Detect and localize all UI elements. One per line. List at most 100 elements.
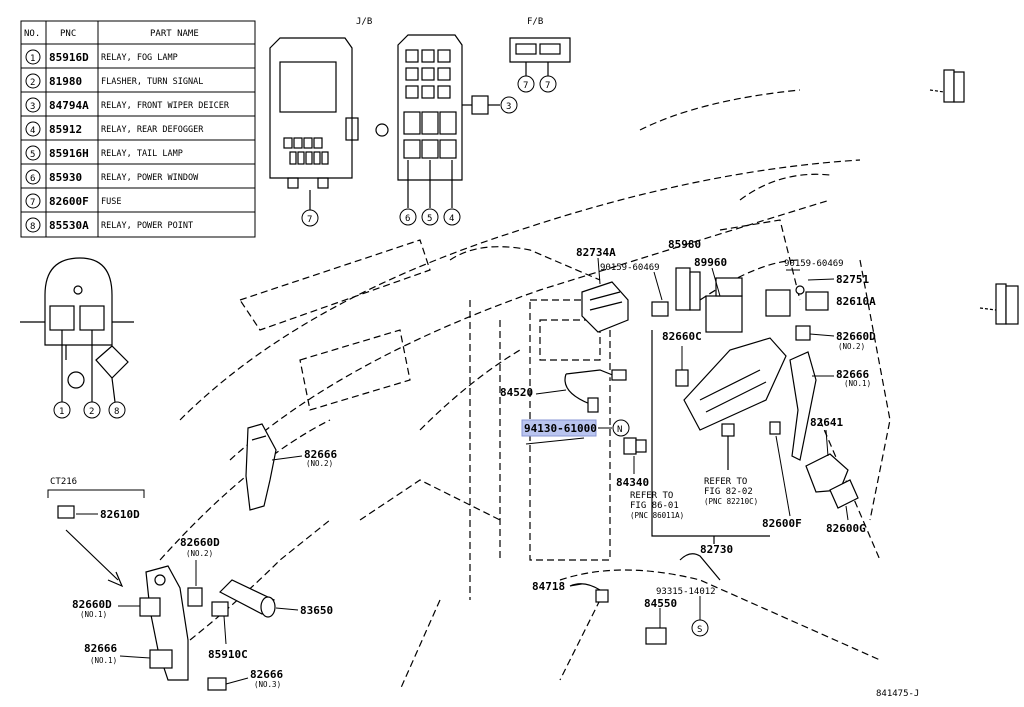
svg-text:FLASHER, TURN SIGNAL: FLASHER, TURN SIGNAL xyxy=(101,77,203,87)
part-82610a xyxy=(805,291,829,311)
label-85910c: 85910C xyxy=(208,648,248,661)
label-82730: 82730 xyxy=(700,543,733,556)
relay-89960 xyxy=(705,277,743,333)
svg-text:(NO.2): (NO.2) xyxy=(306,459,333,468)
svg-text:(NO.1): (NO.1) xyxy=(80,610,107,619)
part-82660c xyxy=(651,301,669,317)
svg-text:6: 6 xyxy=(405,214,410,224)
callout: 8 xyxy=(108,401,126,419)
switch-84550 xyxy=(645,553,721,645)
svg-text:3: 3 xyxy=(30,102,35,112)
svg-text:(NO.2): (NO.2) xyxy=(186,549,213,558)
label-82660d-bottom: 82660D xyxy=(180,536,220,549)
relay-82734a xyxy=(581,281,629,333)
callout: N xyxy=(612,419,630,437)
table-header-no: NO. xyxy=(24,29,40,39)
parts-table-text: NO. PNC PART NAME 1 85916D RELAY, FOG LA… xyxy=(24,29,230,233)
part-83650 xyxy=(218,579,276,618)
callout: 6 xyxy=(399,208,417,226)
label-82660d-right: 82660D xyxy=(836,330,876,343)
svg-text:RELAY, TAIL LAMP: RELAY, TAIL LAMP xyxy=(101,149,183,159)
callout: 7 xyxy=(301,209,319,227)
switch-84520 xyxy=(564,369,627,413)
table-row: 6 85930 RELAY, POWER WINDOW xyxy=(25,169,199,185)
connector-mid-right xyxy=(979,283,1019,325)
label-94130-61000[interactable]: 94130-61000 xyxy=(524,422,597,435)
callout: 1 xyxy=(53,401,71,419)
svg-text:8: 8 xyxy=(114,407,119,417)
label-82660d-left: 82660D xyxy=(72,598,112,611)
parts-table xyxy=(20,20,256,238)
jb-box-left xyxy=(269,37,359,210)
bracket-82730 xyxy=(651,330,770,544)
label-82751: 82751 xyxy=(836,273,869,286)
svg-text:N: N xyxy=(617,425,622,435)
label-89960: 89960 xyxy=(694,256,727,269)
svg-text:5: 5 xyxy=(427,214,432,224)
label-82610d: 82610D xyxy=(100,508,140,521)
svg-text:7: 7 xyxy=(523,81,528,91)
label-84520: 84520 xyxy=(500,386,533,399)
svg-text:RELAY, REAR DEFOGGER: RELAY, REAR DEFOGGER xyxy=(101,125,204,135)
svg-text:2: 2 xyxy=(30,78,35,88)
table-row: 5 85916H RELAY, TAIL LAMP xyxy=(25,145,183,161)
label-82666-left: 82666 xyxy=(84,642,117,655)
label-82666-right: 82666 xyxy=(836,368,869,381)
part-82641 xyxy=(805,453,849,493)
svg-text:82600F: 82600F xyxy=(49,195,89,208)
arrow-ct216 xyxy=(65,529,124,588)
bracket-82666-left xyxy=(139,565,189,681)
ct216-bracket xyxy=(47,489,145,498)
part-82660d-bottom xyxy=(187,587,203,607)
jb-title: J/B xyxy=(356,17,372,27)
svg-text:(NO.3): (NO.3) xyxy=(254,680,281,689)
label-82666-bottom: 82666 xyxy=(250,668,283,681)
relay-85980 xyxy=(675,267,701,311)
label-ct216: CT216 xyxy=(50,477,77,487)
fb-title: F/B xyxy=(527,17,543,27)
svg-text:8: 8 xyxy=(30,222,35,232)
callout: 7 xyxy=(517,75,535,93)
part-82660c-lower xyxy=(675,369,689,387)
label-90159-b: 90159-60469 xyxy=(784,259,844,269)
label-84340: 84340 xyxy=(616,476,649,489)
svg-text:7: 7 xyxy=(30,198,35,208)
table-row: 1 85916D RELAY, FOG LAMP xyxy=(25,49,178,65)
svg-text:7: 7 xyxy=(545,81,550,91)
table-header-pnc: PNC xyxy=(60,29,76,39)
table-row: 7 82600F FUSE xyxy=(25,193,121,209)
fuse-82600f xyxy=(721,421,781,437)
refer-b-line1: REFER TO xyxy=(704,477,747,487)
svg-text:1: 1 xyxy=(30,54,35,64)
label-82641: 82641 xyxy=(810,416,843,429)
refer-a-line2: FIG 86-01 xyxy=(630,501,679,511)
label-82600g: 82600G xyxy=(826,522,866,535)
callout: 4 xyxy=(443,208,461,226)
callout: 3 xyxy=(500,96,518,114)
bracket-82666-right xyxy=(789,351,817,461)
fb-box xyxy=(509,37,571,76)
part-82610d xyxy=(57,505,75,519)
callout: 5 xyxy=(421,208,439,226)
jb-box-right xyxy=(375,34,500,208)
relay-85910c xyxy=(211,601,229,617)
svg-text:3: 3 xyxy=(506,102,511,112)
label-82734a: 82734A xyxy=(576,246,616,259)
label-93315: 93315-14012 xyxy=(656,587,716,597)
part-84718 xyxy=(569,583,609,603)
label-84550: 84550 xyxy=(644,597,677,610)
bracket-82666-mid xyxy=(245,423,277,511)
svg-text:7: 7 xyxy=(307,215,312,225)
callout: 2 xyxy=(83,401,101,419)
svg-text:5: 5 xyxy=(30,150,35,160)
refer-a-line3: (PNC 86011A) xyxy=(630,511,684,520)
svg-text:RELAY, FRONT WIPER DEICER: RELAY, FRONT WIPER DEICER xyxy=(101,101,230,111)
callout: 7 xyxy=(539,75,557,93)
refer-a-line1: REFER TO xyxy=(630,491,673,501)
svg-text:(NO.2): (NO.2) xyxy=(838,342,865,351)
svg-text:2: 2 xyxy=(89,407,94,417)
part-82666-bottom xyxy=(207,677,227,691)
svg-text:S: S xyxy=(697,625,702,635)
table-header-part-name: PART NAME xyxy=(150,29,199,39)
highlighted-part-94130[interactable]: 94130-61000 xyxy=(521,419,597,437)
